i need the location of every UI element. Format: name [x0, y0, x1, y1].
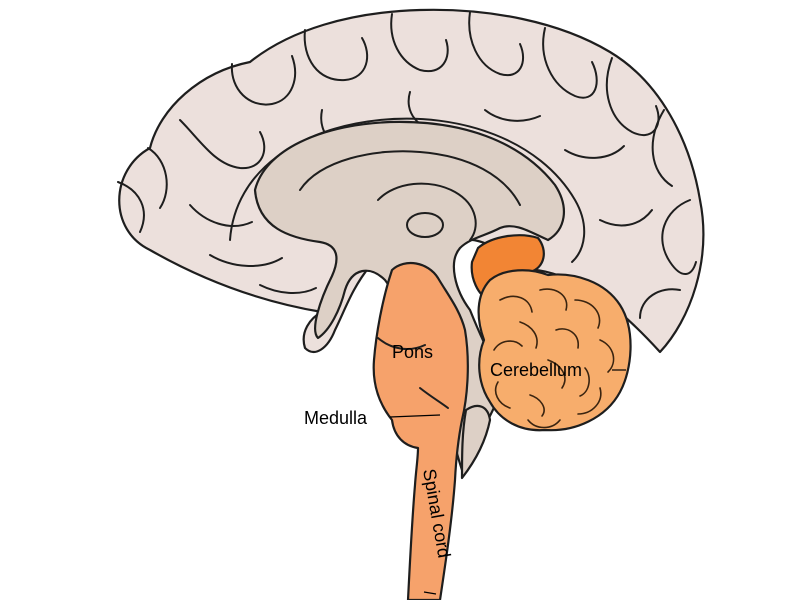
- spinal-cord-leader-line: [423, 591, 437, 595]
- label-cerebellum: Cerebellum: [490, 360, 582, 380]
- brainstem: [372, 261, 492, 600]
- medulla-leader-line: [389, 414, 441, 418]
- label-pons: Pons: [392, 342, 433, 362]
- cerebellum: [477, 269, 632, 432]
- label-medulla: Medulla: [304, 408, 368, 428]
